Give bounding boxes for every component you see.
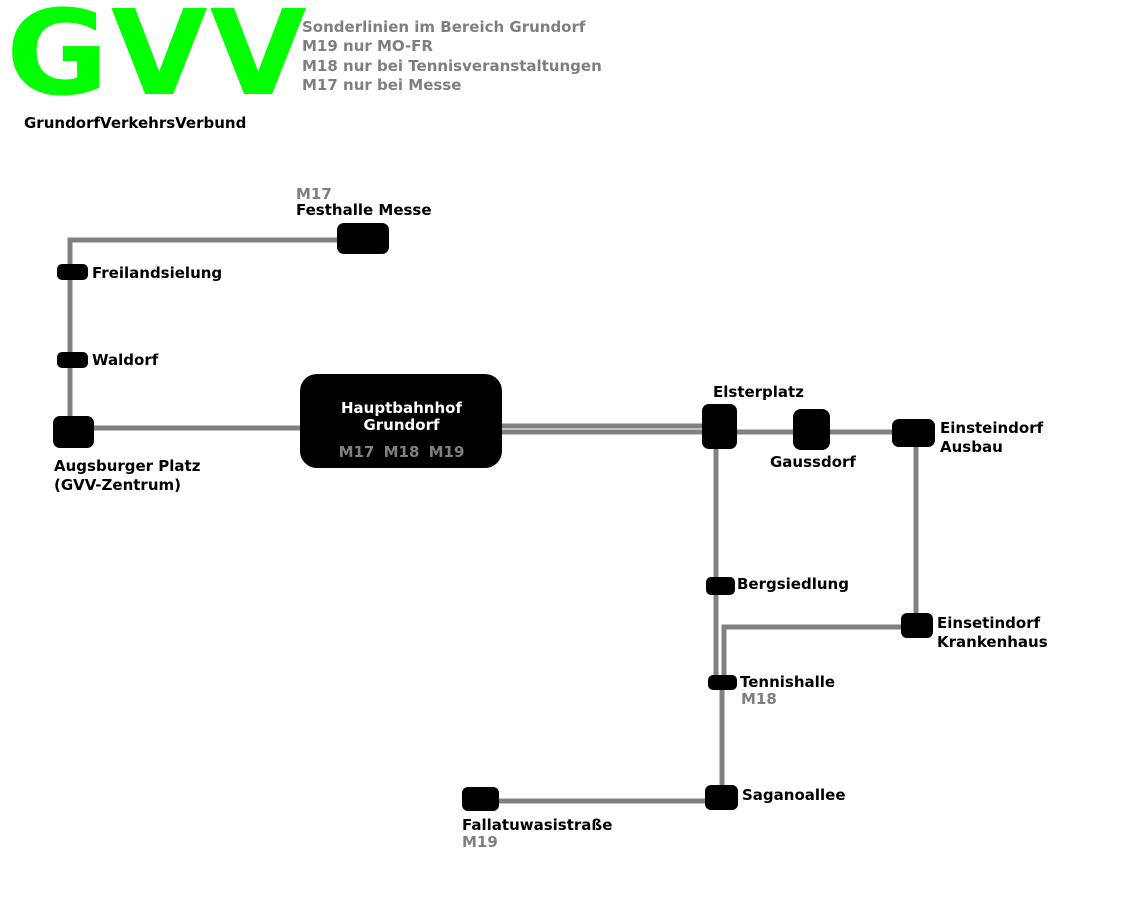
station-einsteindorf-ausbau[interactable] bbox=[892, 419, 935, 447]
augsburger-label-line1: Augsburger Platz bbox=[54, 457, 201, 475]
einsteindorf-ausbau-line1: Einsteindorf bbox=[940, 419, 1044, 437]
station-hauptbahnhof[interactable] bbox=[300, 374, 502, 468]
station-tennishalle[interactable] bbox=[708, 675, 737, 690]
station-fallatuwasistrasse[interactable] bbox=[462, 787, 499, 811]
augsburger-label-line2: (GVV-Zentrum) bbox=[54, 476, 181, 494]
tennishalle-line-label: M18 bbox=[741, 690, 777, 708]
service-notes: Sonderlinien im Bereich Grundorf M19 nur… bbox=[302, 18, 602, 95]
tracks bbox=[67, 237, 919, 804]
station-saganoallee[interactable] bbox=[705, 785, 738, 810]
gaussdorf-label: Gaussdorf bbox=[770, 453, 856, 471]
bergsiedlung-label: Bergsiedlung bbox=[737, 575, 849, 593]
einsteindorf-ausbau-line2: Ausbau bbox=[940, 438, 1003, 456]
tennishalle-label: Tennishalle bbox=[740, 673, 836, 691]
waldorf-label: Waldorf bbox=[92, 351, 159, 369]
station-freilandsiedlung[interactable] bbox=[57, 264, 88, 280]
station-gaussdorf[interactable] bbox=[793, 409, 830, 450]
einsteindorf-ausbau-label: Einsteindorf Ausbau bbox=[940, 419, 1043, 457]
station-einsteindorf-krankenhaus[interactable] bbox=[901, 613, 933, 638]
festhalle-label: Festhalle Messe bbox=[296, 201, 432, 219]
augsburger-label: Augsburger Platz (GVV-Zentrum) bbox=[54, 457, 200, 495]
hauptbahnhof-label-line1: Hauptbahnhof bbox=[341, 399, 462, 417]
station-augsburger-platz[interactable] bbox=[53, 416, 94, 448]
freilandsiedlung-label: Freilandsielung bbox=[92, 264, 223, 282]
station-waldorf[interactable] bbox=[57, 352, 88, 368]
station-bergsiedlung[interactable] bbox=[706, 577, 735, 595]
note-heading: Sonderlinien im Bereich Grundorf bbox=[302, 18, 586, 36]
einsteindorf-krankenhaus-line2: Krankenhaus bbox=[937, 633, 1048, 651]
logo-subtitle: GrundorfVerkehrsVerbund bbox=[24, 114, 247, 132]
note-m18: M18 nur bei Tennisveranstaltungen bbox=[302, 56, 602, 75]
stations bbox=[53, 223, 935, 811]
hauptbahnhof-lines: M17 M18 M19 bbox=[338, 443, 465, 461]
fallatuwasi-line-label: M19 bbox=[462, 833, 498, 851]
track-krankenhaus-tennis bbox=[721, 624, 918, 683]
fallatuwasi-label: Fallatuwasistraße bbox=[462, 816, 613, 834]
station-festhalle-messe[interactable] bbox=[337, 223, 389, 254]
note-m17: M17 nur bei Messe bbox=[302, 75, 462, 94]
gvv-logo: GVV bbox=[6, 0, 309, 122]
hauptbahnhof-label-line2: Grundorf bbox=[363, 416, 440, 434]
hauptbahnhof-label: Hauptbahnhof Grundorf bbox=[302, 400, 501, 434]
einsteindorf-krankenhaus-label: Einsetindorf Krankenhaus bbox=[937, 614, 1048, 652]
elsterplatz-label: Elsterplatz bbox=[713, 383, 804, 401]
saganoallee-label: Saganoallee bbox=[742, 786, 846, 804]
festhalle-line-label: M17 bbox=[296, 185, 332, 203]
note-m19: M19 nur MO-FR bbox=[302, 37, 433, 56]
station-elsterplatz[interactable] bbox=[702, 404, 737, 449]
einsteindorf-krankenhaus-line1: Einsetindorf bbox=[937, 614, 1041, 632]
